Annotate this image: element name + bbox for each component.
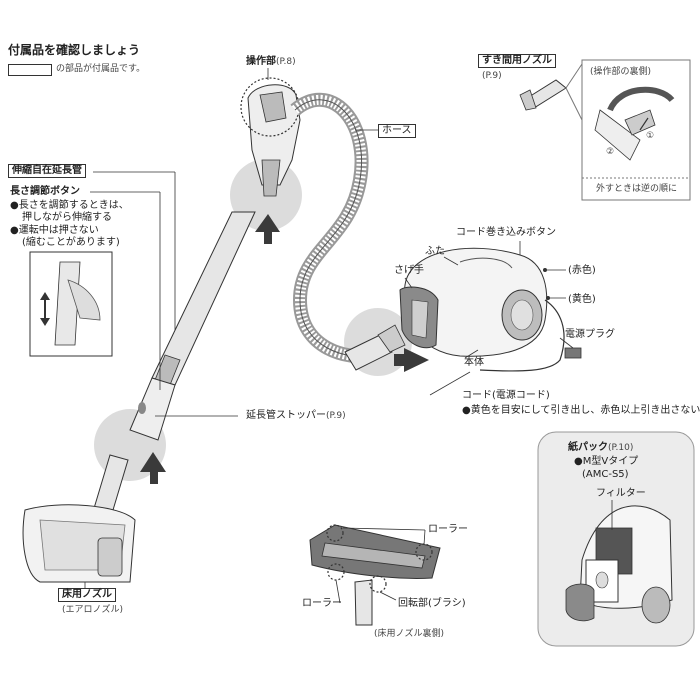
label-handle-back: (操作部の裏側) (590, 67, 652, 77)
label-step-1: ① (646, 131, 655, 141)
arrow-up-icon (255, 214, 280, 244)
label-extension-pipe: 伸縮自在延長管 (8, 164, 86, 178)
label-crevice-nozzle: すき間用ノズル (478, 54, 556, 68)
label-paper-pack: 紙パック(P.10) (568, 442, 634, 453)
cord-note: ●黄色を目安にして引き出し、赤色以上引き出さない (462, 405, 700, 416)
floor-nozzle-underside (309, 524, 441, 626)
handle-back-inset (565, 59, 691, 201)
label-hose: ホース (378, 124, 416, 138)
paper-pack-inset (537, 431, 695, 647)
crevice-nozzle-illustration (519, 79, 567, 111)
length-adjust-inset (29, 251, 113, 357)
insert-arrows (140, 214, 429, 484)
label-m-type: ●M型Vタイプ (574, 456, 639, 467)
label-step-2: ② (606, 147, 615, 157)
label-red: (赤色) (568, 265, 596, 276)
page-title: 付属品を確認しましょう (8, 43, 141, 57)
label-yellow: (黄色) (568, 294, 596, 305)
label-cord: コード(電源コード) (462, 390, 550, 401)
label-roller-left: ローラー (302, 598, 342, 609)
label-rotating-brush: 回転部(ブラシ) (398, 598, 466, 609)
label-power-plug: 電源プラグ (565, 329, 615, 340)
label-body: 本体 (464, 357, 484, 368)
length-note-1: ●長さを調節するときは、 (10, 200, 129, 211)
label-aero-nozzle: (エアロノズル) (62, 605, 124, 615)
label-remove-note: 外すときは逆の順に (596, 184, 678, 194)
label-crevice-ref: (P.9) (482, 71, 502, 81)
handle-part (240, 77, 301, 197)
arrow-right-icon (394, 348, 429, 372)
length-note-3: ●運転中は押さない (10, 225, 99, 236)
leader-lines (84, 68, 613, 604)
arrow-up-icon (140, 452, 166, 484)
label-operation-part: 操作部(P.8) (246, 56, 296, 67)
label-amc: (AMC-S5) (582, 469, 629, 480)
hose-illustration (290, 92, 372, 364)
vacuum-body-illustration (399, 247, 582, 372)
label-lid: ふた (425, 246, 445, 257)
length-note-2: 押しながら伸縮する (22, 212, 112, 223)
label-nozzle-underside: (床用ノズル裏側) (374, 629, 445, 639)
label-pipe-stopper: 延長管ストッパー(P.9) (246, 410, 346, 421)
label-filter: フィルター (596, 488, 646, 499)
length-note-4: (縮むことがあります) (22, 237, 120, 248)
floor-nozzle-illustration (22, 454, 136, 583)
extension-pipe (129, 211, 256, 441)
accessory-legend-text: の部品が付属品です。 (56, 64, 146, 74)
label-floor-nozzle: 床用ノズル (58, 588, 116, 602)
label-roller-top: ローラー (428, 524, 468, 535)
label-length-button: 長さ調節ボタン (10, 186, 80, 197)
accessory-legend-box (8, 64, 52, 76)
label-cord-button: コード巻き込みボタン (456, 227, 556, 238)
label-carry-handle: さげ手 (394, 265, 424, 276)
hose-connector (344, 324, 406, 371)
